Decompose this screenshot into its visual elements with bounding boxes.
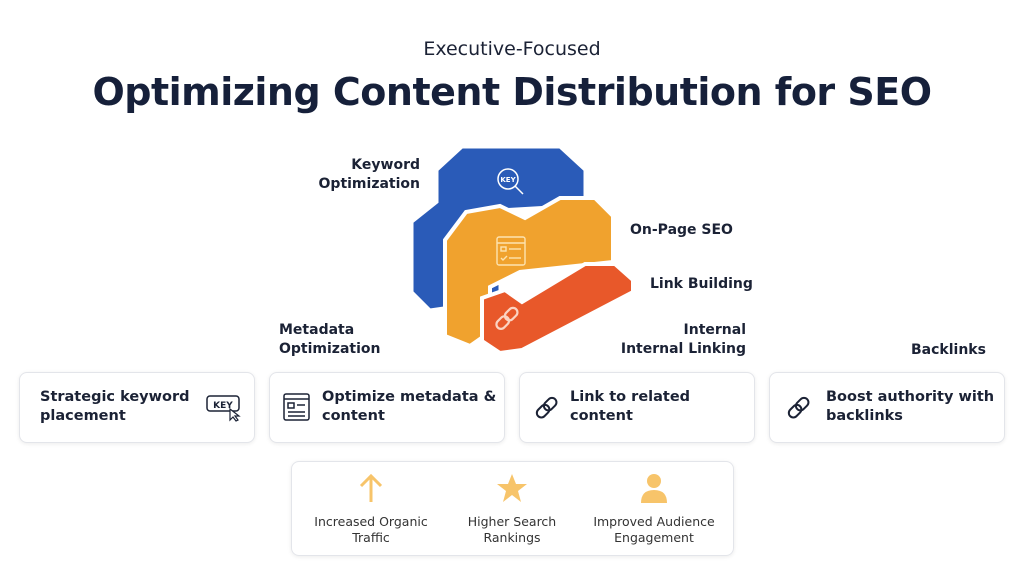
key-cursor-icon: KEY [206, 395, 241, 422]
benefit-audience-engagement: Improved Audience Engagement [584, 472, 724, 546]
user-icon [641, 474, 667, 503]
star-icon [497, 474, 527, 502]
document-icon [283, 393, 310, 421]
card-backlinks: Boost authority with backlinks [769, 372, 1005, 443]
svg-text:KEY: KEY [213, 401, 233, 411]
label-onpage-seo: On-Page SEO [630, 222, 733, 238]
label-link-building: Link Building [650, 276, 753, 292]
label-backlinks: Backlinks [911, 342, 986, 358]
card-metadata: Optimize metadata & content [269, 372, 505, 443]
card-keyword-placement: Strategic keyword placement KEY [19, 372, 255, 443]
benefit-search-rankings: Higher Search Rankings [442, 472, 582, 546]
card-internal-linking: Link to related content [519, 372, 755, 443]
benefits-panel: Increased Organic Traffic Higher Search … [291, 461, 734, 556]
benefit-text: Improved Audience Engagement [593, 514, 715, 545]
benefit-text: Increased Organic Traffic [314, 514, 428, 545]
chain-link-icon [495, 306, 519, 330]
link-icon [535, 396, 558, 419]
card-text: Optimize metadata & content [322, 389, 497, 424]
label-keyword-optimization: Keyword Optimization [318, 157, 420, 192]
card-text: Link to related content [570, 389, 691, 424]
card-text: Strategic keyword placement [40, 389, 190, 424]
link-icon [787, 396, 810, 419]
label-internal-linking: Internal Internal Linking [620, 322, 746, 357]
key-search-icon: KEY [497, 168, 524, 195]
arrow-up-icon [359, 473, 383, 502]
checklist-icon [496, 236, 526, 266]
benefit-text: Higher Search Rankings [467, 514, 557, 545]
subtitle: Executive-Focused [423, 38, 601, 60]
benefit-organic-traffic: Increased Organic Traffic [301, 472, 441, 546]
label-metadata-optimization: Metadata Optimization [279, 322, 381, 357]
seo-block-diagram: KEY [412, 147, 635, 356]
card-text: Boost authority with backlinks [826, 389, 995, 424]
svg-text:KEY: KEY [500, 176, 516, 184]
link-block [480, 262, 635, 356]
page-title: Optimizing Content Distribution for SEO [92, 70, 932, 114]
